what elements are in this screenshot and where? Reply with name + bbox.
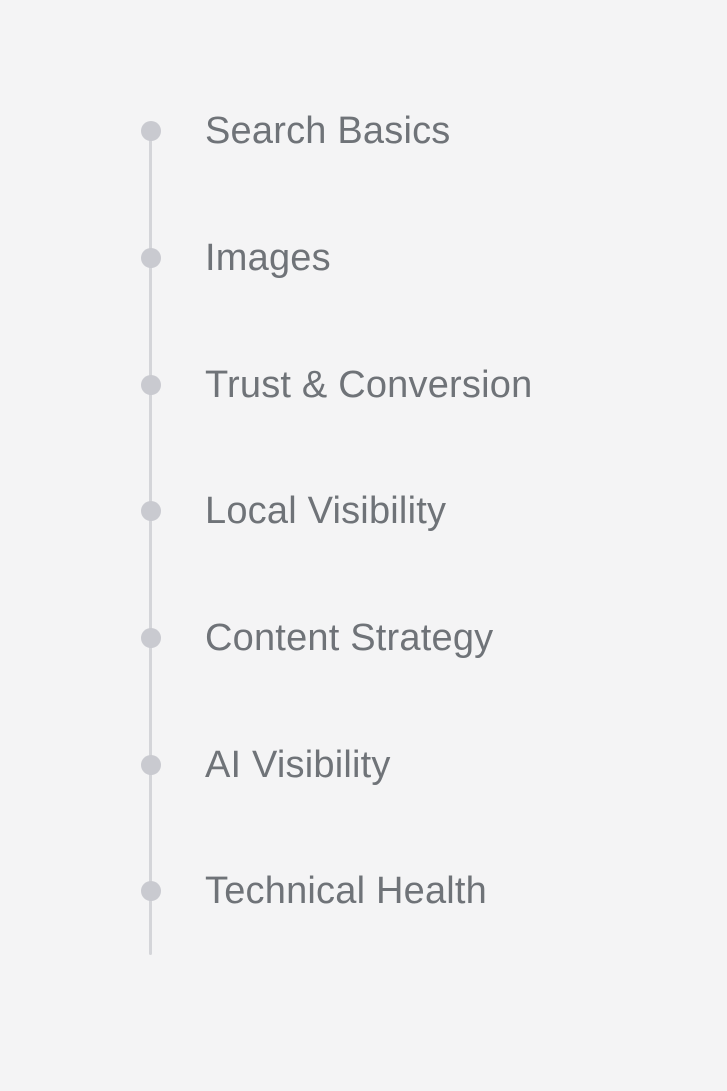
timeline-dot-icon bbox=[141, 881, 161, 902]
timeline-item: Technical Health bbox=[0, 828, 727, 955]
timeline-item-label: Local Visibility bbox=[205, 490, 447, 533]
timeline-item: Local Visibility bbox=[0, 448, 727, 575]
timeline-item-label: Trust & Conversion bbox=[205, 363, 533, 406]
timeline-dot-icon bbox=[141, 754, 161, 775]
timeline-dot-icon bbox=[141, 628, 161, 649]
timeline-dot-icon bbox=[141, 501, 161, 522]
timeline-dot-icon bbox=[141, 121, 161, 142]
timeline: Search Basics Images Trust & Conversion … bbox=[0, 68, 727, 955]
timeline-item-label: Content Strategy bbox=[205, 617, 494, 660]
timeline-item: Trust & Conversion bbox=[0, 321, 727, 448]
timeline-dot-icon bbox=[141, 248, 161, 269]
timeline-item: AI Visibility bbox=[0, 701, 727, 828]
timeline-item-label: Images bbox=[205, 237, 331, 280]
timeline-item-label: Technical Health bbox=[205, 870, 488, 913]
timeline-item: Search Basics bbox=[0, 68, 727, 195]
timeline-item-label: Search Basics bbox=[205, 110, 451, 153]
timeline-connector-line bbox=[149, 131, 152, 955]
timeline-item: Content Strategy bbox=[0, 575, 727, 702]
timeline-dot-icon bbox=[141, 374, 161, 395]
timeline-item-label: AI Visibility bbox=[205, 743, 391, 786]
timeline-item: Images bbox=[0, 195, 727, 322]
